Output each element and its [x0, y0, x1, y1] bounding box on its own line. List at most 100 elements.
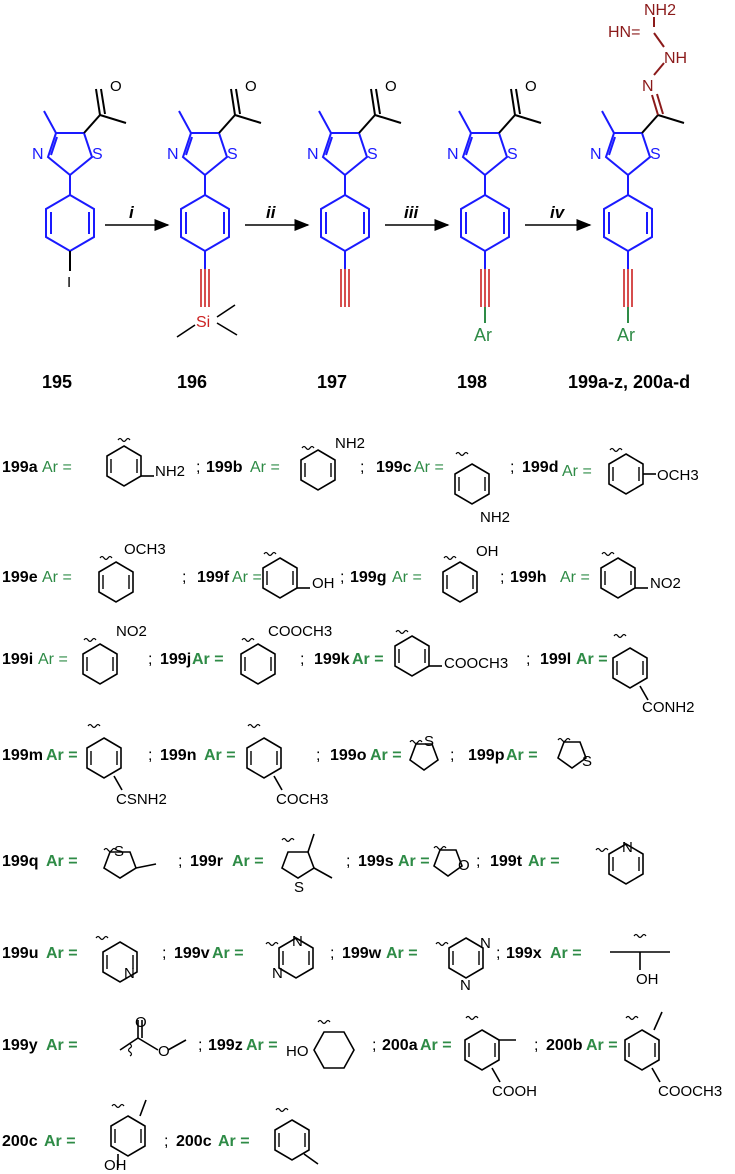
nitro-substituent: NO2 [116, 623, 147, 640]
entry-199z: 199z Ar = HO ; [208, 1019, 376, 1069]
entry-label: 199e [2, 569, 38, 586]
ar-equals: Ar = [586, 1037, 618, 1054]
compound-label-197: 197 [317, 372, 347, 392]
entry-199o: 199o Ar = S ; [330, 733, 454, 771]
amide-substituent: CONH2 [642, 699, 695, 716]
nitrogen-atom: N [447, 146, 459, 163]
entry-200b: 200b Ar = COOCH3 [546, 1011, 722, 1100]
entry-199k: 199k Ar = COOCH3 ; [314, 629, 530, 677]
step-label-i: i [129, 203, 135, 222]
compound-196: N S O Si [167, 78, 262, 338]
separator: ; [450, 747, 454, 764]
entry-label: 199t [490, 853, 523, 870]
entry-200a: 200a Ar = COOH ; [382, 1015, 538, 1100]
entry-199a: 199a Ar = NH2 ; [2, 437, 200, 487]
nitrogen-atom: N [307, 146, 319, 163]
ar-equals: Ar = [250, 459, 280, 476]
separator: ; [316, 747, 320, 764]
nh2-substituent: NH2 [480, 509, 510, 526]
entry-199d: 199d Ar = OCH3 [522, 447, 699, 495]
entry-199c: 199c Ar = NH2 ; [376, 451, 514, 526]
entry-label: 199f [197, 569, 230, 586]
entry-label: 199r [190, 853, 223, 870]
separator: ; [510, 459, 514, 476]
entry-label: 199c [376, 459, 412, 476]
separator: ; [196, 459, 200, 476]
compound-label-195: 195 [42, 372, 72, 392]
carboxyl-substituent: COOH [492, 1083, 537, 1100]
compound-197: N S O [307, 78, 402, 307]
sulfur-atom: S [507, 146, 518, 163]
ester-oxygen: O [158, 1043, 170, 1060]
ar-equals: Ar = [46, 853, 78, 870]
entry-label: 199a [2, 459, 38, 476]
hydroxy-substituent: HO [286, 1043, 309, 1060]
separator: ; [346, 853, 350, 870]
ar-equals: Ar = [232, 569, 262, 586]
entry-label: 199n [160, 747, 196, 764]
compound-199: N S N NH HN= NH2 Ar [590, 2, 687, 345]
pyrimidine-nitrogen: N [292, 933, 303, 950]
hydroxy-substituent: OH [476, 543, 499, 560]
compound-label-196: 196 [177, 372, 207, 392]
amino-group: NH2 [644, 2, 676, 19]
pyrimidine-nitrogen: N [272, 965, 283, 982]
separator: ; [476, 853, 480, 870]
ar-equals: Ar = [192, 651, 224, 668]
ar-equals: Ar = [42, 459, 72, 476]
entry-label: 199d [522, 459, 558, 476]
aryl-group: Ar [474, 325, 492, 345]
oxygen-atom: O [385, 78, 397, 95]
ar-equals: Ar = [506, 747, 538, 764]
separator: ; [526, 651, 530, 668]
entry-label: 200c [2, 1133, 38, 1150]
entry-199h: 199h Ar = NO2 [510, 551, 681, 599]
ar-equals: Ar = [352, 651, 384, 668]
nitrogen-atom: N [590, 146, 602, 163]
entry-199g: 199g Ar = OH ; [350, 543, 504, 603]
imine-nitrogen: N [642, 78, 654, 95]
entry-label: 199x [506, 945, 542, 962]
entry-label: 200c [176, 1133, 212, 1150]
step-label-iii: iii [404, 203, 419, 222]
entry-label: 199s [358, 853, 394, 870]
ar-equals: Ar = [576, 651, 608, 668]
entry-label: 199v [174, 945, 210, 962]
compound-195: N S O I [32, 78, 127, 291]
entry-199j: 199j Ar = COOCH3 ; [160, 623, 332, 685]
entry-label: 199o [330, 747, 367, 764]
separator: ; [330, 945, 334, 962]
ar-equals: Ar = [232, 853, 264, 870]
entry-199e: 199e Ar = OCH3 ; [2, 541, 186, 603]
carbonyl-oxygen: O [135, 1014, 147, 1031]
entry-label: 199w [342, 945, 382, 962]
ar-equals: Ar = [528, 853, 560, 870]
ar-equals: Ar = [414, 459, 444, 476]
step-label-iv: iv [550, 203, 566, 222]
ar-equals: Ar = [420, 1037, 452, 1054]
ar-equals: Ar = [550, 945, 582, 962]
ester-substituent: COOCH3 [268, 623, 332, 640]
sulfur-atom: S [227, 146, 238, 163]
separator: ; [300, 651, 304, 668]
entry-label: 199u [2, 945, 38, 962]
aryl-group: Ar [617, 325, 635, 345]
thiophene-sulfur: S [294, 879, 304, 896]
entry-199m: 199m Ar = CSNH2 ; [2, 723, 167, 808]
separator: ; [372, 1037, 376, 1054]
separator: ; [534, 1037, 538, 1054]
ar-equals: Ar = [392, 569, 422, 586]
separator: ; [182, 569, 186, 586]
entry-label: 199p [468, 747, 505, 764]
thiophene-sulfur: S [582, 753, 592, 770]
thioamide-substituent: CSNH2 [116, 791, 167, 808]
separator: ; [162, 945, 166, 962]
entry-199l: 199l Ar = CONH2 [540, 633, 695, 716]
entry-199b: 199b Ar = NH2 ; [206, 435, 365, 491]
nh2-substituent: NH2 [335, 435, 365, 452]
entry-label: 199q [2, 853, 38, 870]
entry-199x: 199x Ar = OH [506, 933, 670, 988]
separator: ; [198, 1037, 202, 1054]
sulfur-atom: S [92, 146, 103, 163]
